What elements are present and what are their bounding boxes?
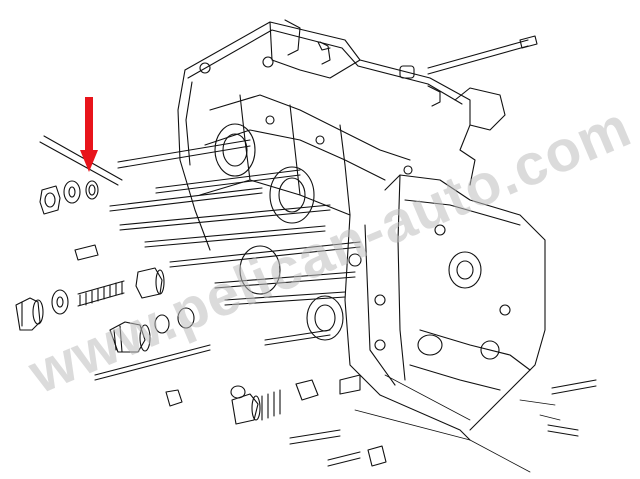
top-fittings (199, 35, 538, 107)
alignment-lines (354, 374, 561, 473)
crankcase-housing (177, 19, 546, 441)
through-studs (39, 135, 361, 381)
red-arrow-indicator (80, 97, 98, 172)
loose-parts (15, 180, 597, 467)
cylinder-bores (214, 115, 511, 360)
